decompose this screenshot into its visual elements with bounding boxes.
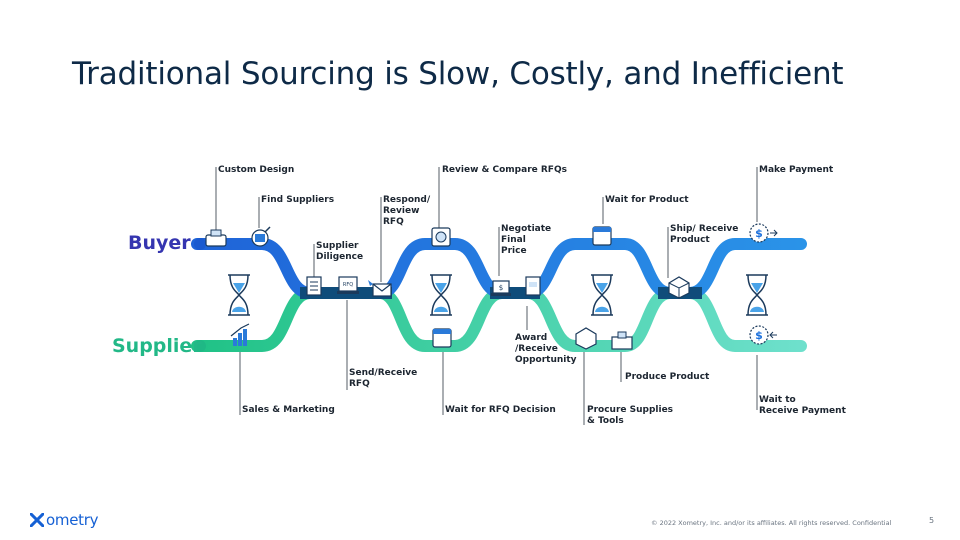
sales-chart-icon xyxy=(230,323,250,346)
supplier-label: Supplier xyxy=(112,335,202,357)
step-review-compare-rfqs: Review & Compare RFQs xyxy=(442,165,567,175)
step-produce-product: Produce Product xyxy=(625,372,710,382)
svg-text:RFQ: RFQ xyxy=(343,282,353,288)
step-award-receive-opportunity: Award /Receive Opportunity xyxy=(515,333,577,365)
step-sales-marketing: Sales & Marketing xyxy=(242,405,335,415)
hourglass-icon xyxy=(228,274,250,316)
design-cad-icon xyxy=(205,229,227,247)
supplier-start-dot xyxy=(194,340,206,352)
make-payment-icon: $ xyxy=(749,223,778,243)
produce-product-icon xyxy=(611,331,633,350)
step-procure-supplies-tools: Procure Supplies & Tools xyxy=(587,405,674,426)
copyright-text: © 2022 Xometry, Inc. and/or its affiliat… xyxy=(651,519,892,527)
logo-text: ometry xyxy=(46,511,99,529)
step-custom-design: Custom Design xyxy=(218,165,295,175)
leader-lines xyxy=(215,167,758,425)
supplier-track xyxy=(191,287,807,352)
rfq-laptop-icon: RFQ xyxy=(337,276,359,294)
svg-text:$: $ xyxy=(755,329,763,342)
svg-text:$: $ xyxy=(499,284,503,292)
step-negotiate-final-price: Negotiate Final Price xyxy=(501,224,552,256)
step-wait-for-product: Wait for Product xyxy=(605,195,689,205)
hourglass-icon xyxy=(430,274,452,316)
page-number: 5 xyxy=(929,516,935,525)
buyer-start-dot xyxy=(194,238,206,250)
step-wait-for-rfq-decision: Wait for RFQ Decision xyxy=(445,405,556,415)
award-document-icon xyxy=(525,276,541,296)
step-ship-receive-product: Ship/ Receive Product xyxy=(670,224,739,245)
envelope-icon xyxy=(368,280,392,297)
document-icon xyxy=(306,276,322,296)
hourglass-icon xyxy=(746,274,768,316)
negotiate-laptop-icon: $ xyxy=(491,280,511,296)
step-find-suppliers: Find Suppliers xyxy=(261,195,335,205)
receive-payment-icon: $ xyxy=(749,325,777,345)
buyer-label: Buyer xyxy=(128,232,191,254)
step-make-payment: Make Payment xyxy=(759,165,834,175)
step-wait-to-receive-payment: Wait to Receive Payment xyxy=(759,395,846,416)
step-respond-review-rfq: Respond/ Review RFQ xyxy=(383,195,431,227)
xometry-x-icon xyxy=(30,513,44,527)
xometry-logo: ometry xyxy=(30,511,98,529)
supplies-box-icon xyxy=(575,327,597,350)
step-supplier-diligence: Supplier Diligence xyxy=(316,241,364,262)
calendar-icon xyxy=(592,226,612,246)
page-title: Traditional Sourcing is Slow, Costly, an… xyxy=(72,56,844,92)
svg-text:$: $ xyxy=(755,227,763,240)
find-suppliers-icon xyxy=(251,226,271,247)
step-send-receive-rfq: Send/Receive RFQ xyxy=(349,368,418,389)
hourglass-icon xyxy=(591,274,613,316)
wait-calendar-icon xyxy=(432,328,452,348)
shipping-box-icon xyxy=(668,276,690,299)
compare-quotes-icon xyxy=(431,227,451,247)
